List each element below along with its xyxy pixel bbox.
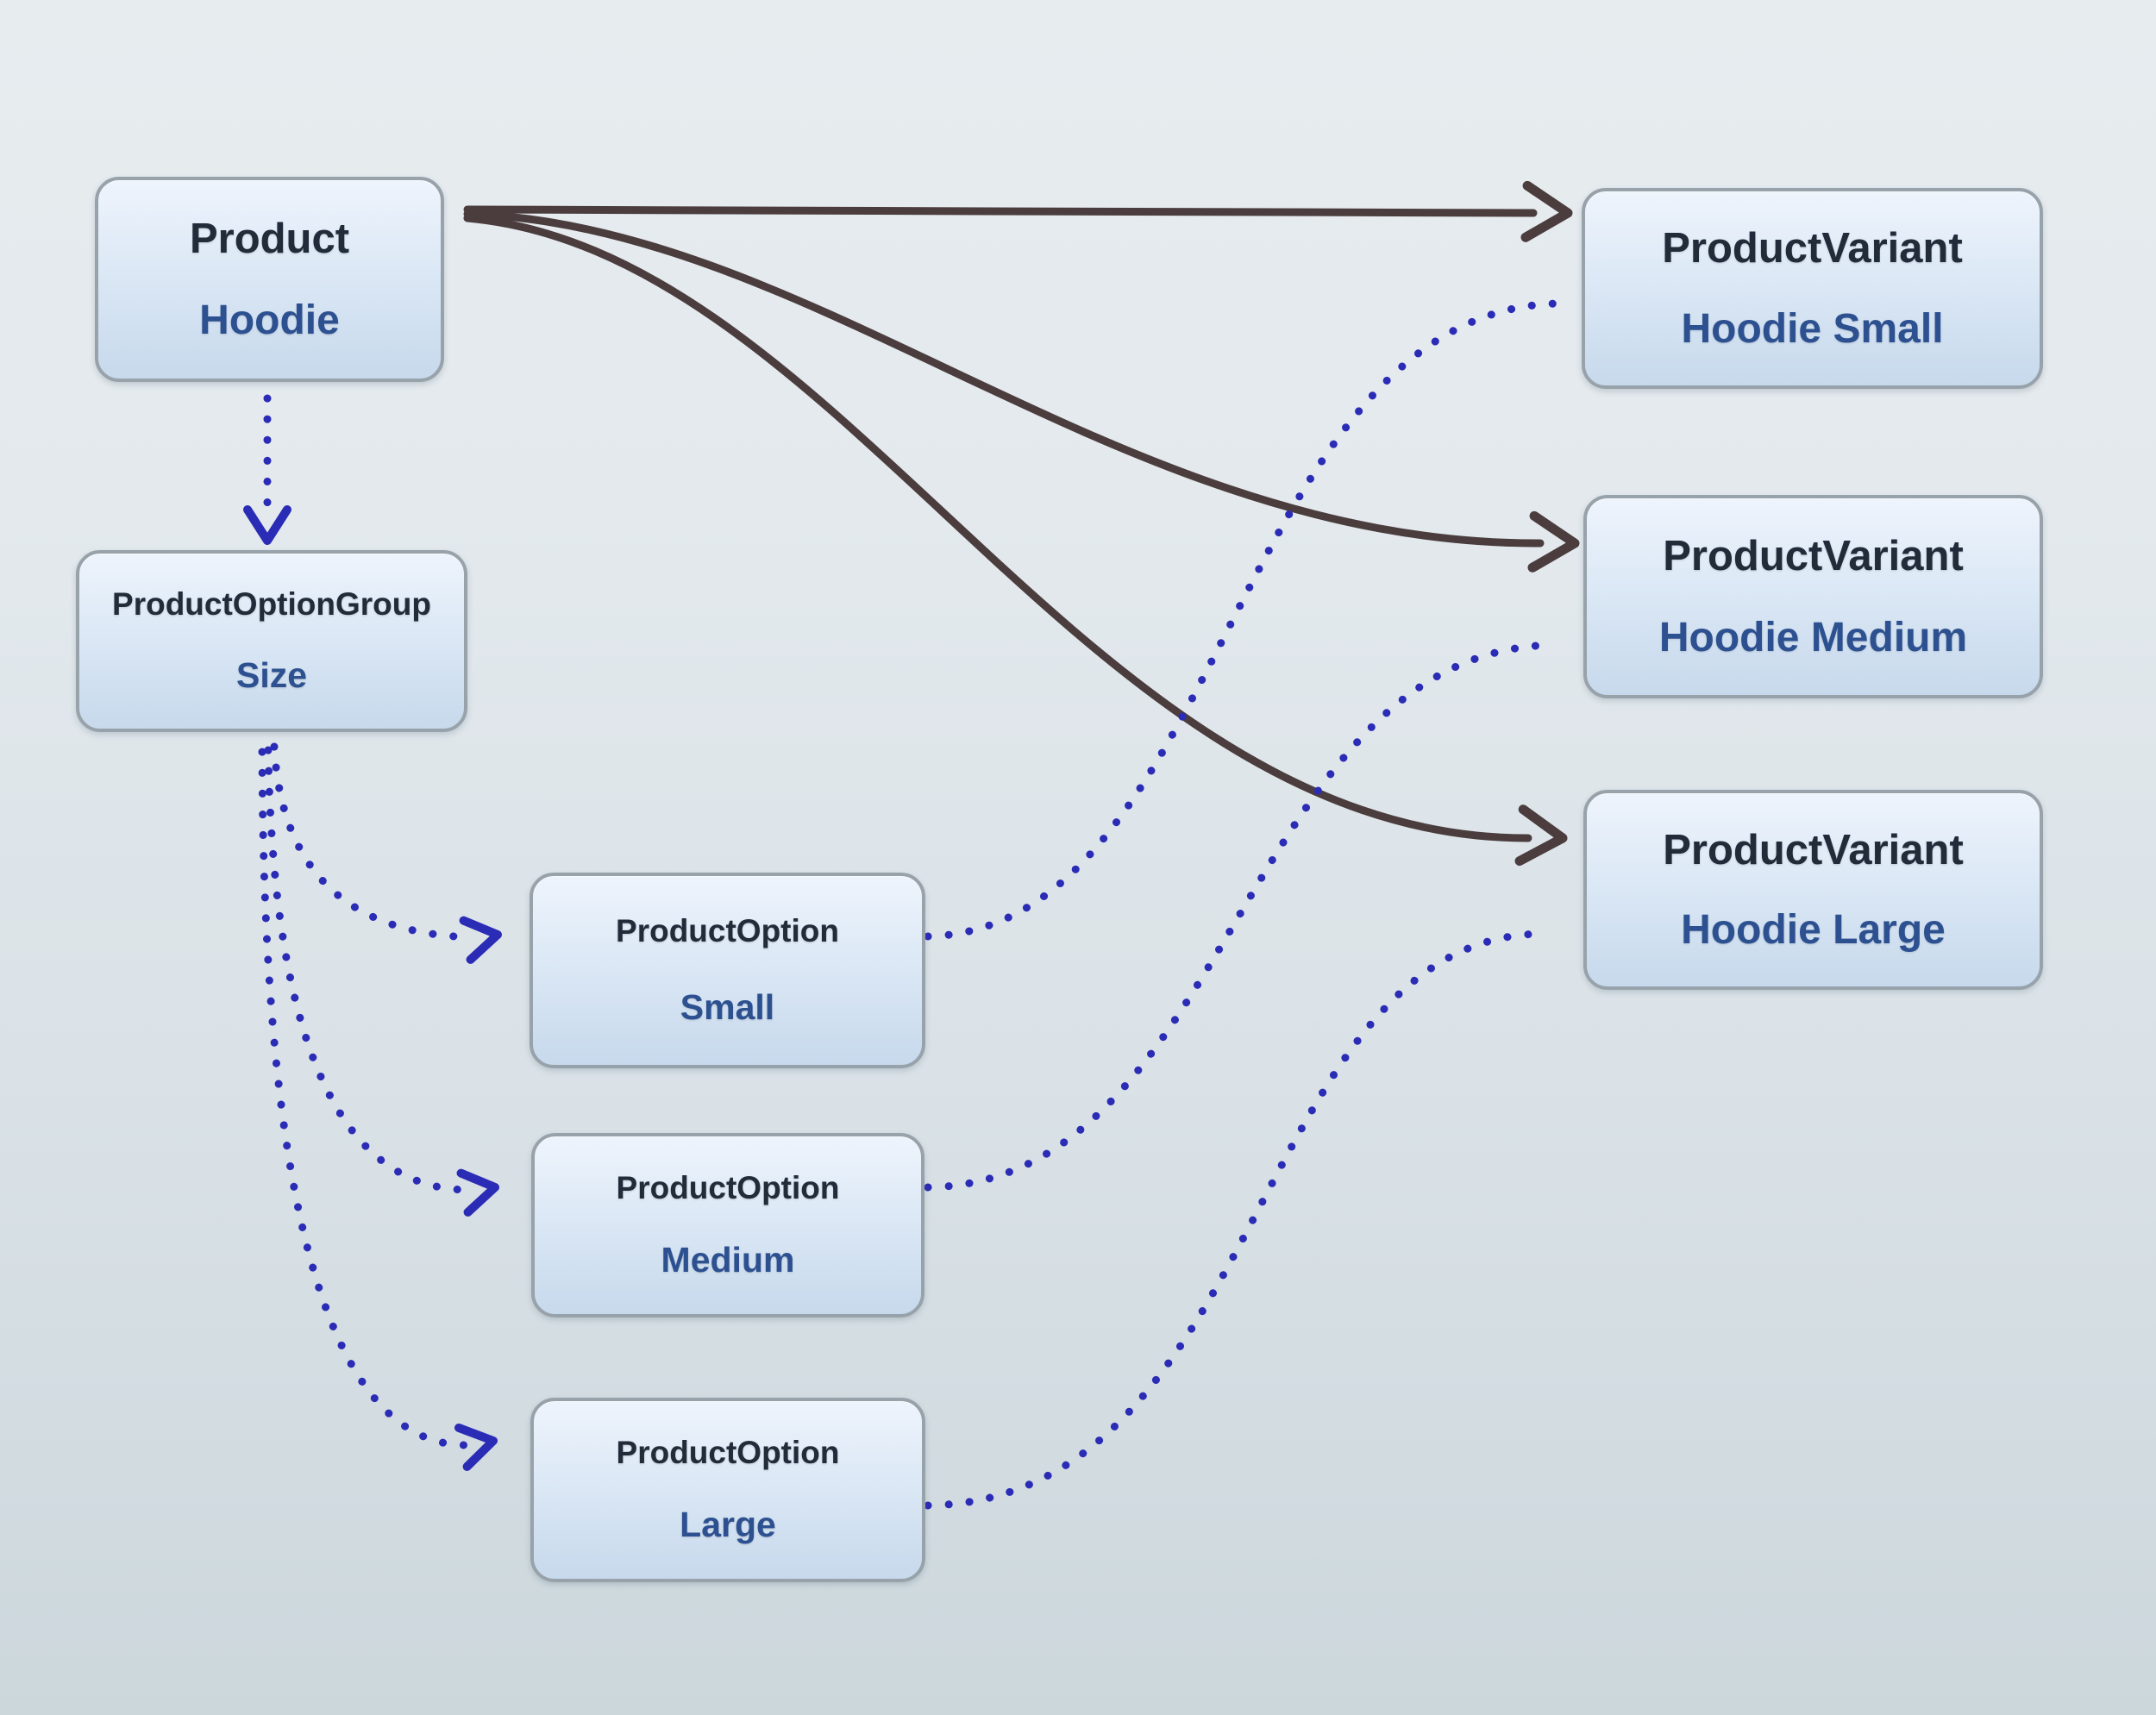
node-value: Hoodie Medium xyxy=(1658,615,1968,660)
edge-product-option-group-to-product-option-medium xyxy=(264,746,472,1194)
node-product-option-large: ProductOption Large xyxy=(530,1398,925,1582)
node-value: Size xyxy=(235,655,308,695)
node-product: Product Hoodie xyxy=(95,177,444,382)
node-product-variant-medium: ProductVariant Hoodie Medium xyxy=(1583,495,2043,698)
node-product-option-group: ProductOptionGroup Size xyxy=(76,550,467,732)
node-value: Large xyxy=(680,1505,776,1544)
edge-product-to-product-variant-small xyxy=(463,205,1538,217)
arrowhead-icon xyxy=(456,1168,499,1217)
node-title: ProductOption xyxy=(616,1435,840,1470)
node-title: ProductOption xyxy=(616,913,839,949)
node-product-variant-large: ProductVariant Hoodie Large xyxy=(1583,790,2043,990)
node-product-variant-small: ProductVariant Hoodie Small xyxy=(1582,188,2043,389)
node-title: ProductVariant xyxy=(1663,533,1964,579)
arrowhead-icon xyxy=(243,505,291,545)
node-value: Small xyxy=(680,986,775,1027)
edge-product-option-group-to-product-option-large xyxy=(258,748,470,1449)
arrowhead-icon xyxy=(1527,510,1580,573)
edge-product-option-group-to-product-option-small xyxy=(270,742,474,942)
node-product-option-medium: ProductOption Medium xyxy=(531,1133,924,1318)
node-value: Hoodie Small xyxy=(1681,306,1944,352)
arrowhead-icon xyxy=(1520,180,1573,242)
node-title: Product xyxy=(189,215,350,262)
node-value: Hoodie xyxy=(199,297,340,344)
node-title: ProductOptionGroup xyxy=(112,586,431,622)
arrowhead-icon xyxy=(1514,804,1568,867)
node-value: Hoodie Large xyxy=(1681,907,1946,954)
node-title: ProductVariant xyxy=(1663,826,1964,873)
arrowhead-icon xyxy=(454,1423,498,1471)
arrowhead-icon xyxy=(459,916,502,964)
node-title: ProductOption xyxy=(616,1170,840,1205)
node-value: Medium xyxy=(661,1240,795,1280)
edge-product-option-large-to-product-variant-large xyxy=(924,929,1545,1510)
edge-product-to-product-variant-medium xyxy=(463,210,1545,548)
node-product-option-small: ProductOption Small xyxy=(530,873,925,1068)
edge-product-option-small-to-product-variant-small xyxy=(924,299,1562,941)
node-title: ProductVariant xyxy=(1662,225,1963,272)
edge-product-to-product-variant-large xyxy=(463,214,1532,842)
edge-product-option-medium-to-product-variant-medium xyxy=(924,641,1557,1192)
